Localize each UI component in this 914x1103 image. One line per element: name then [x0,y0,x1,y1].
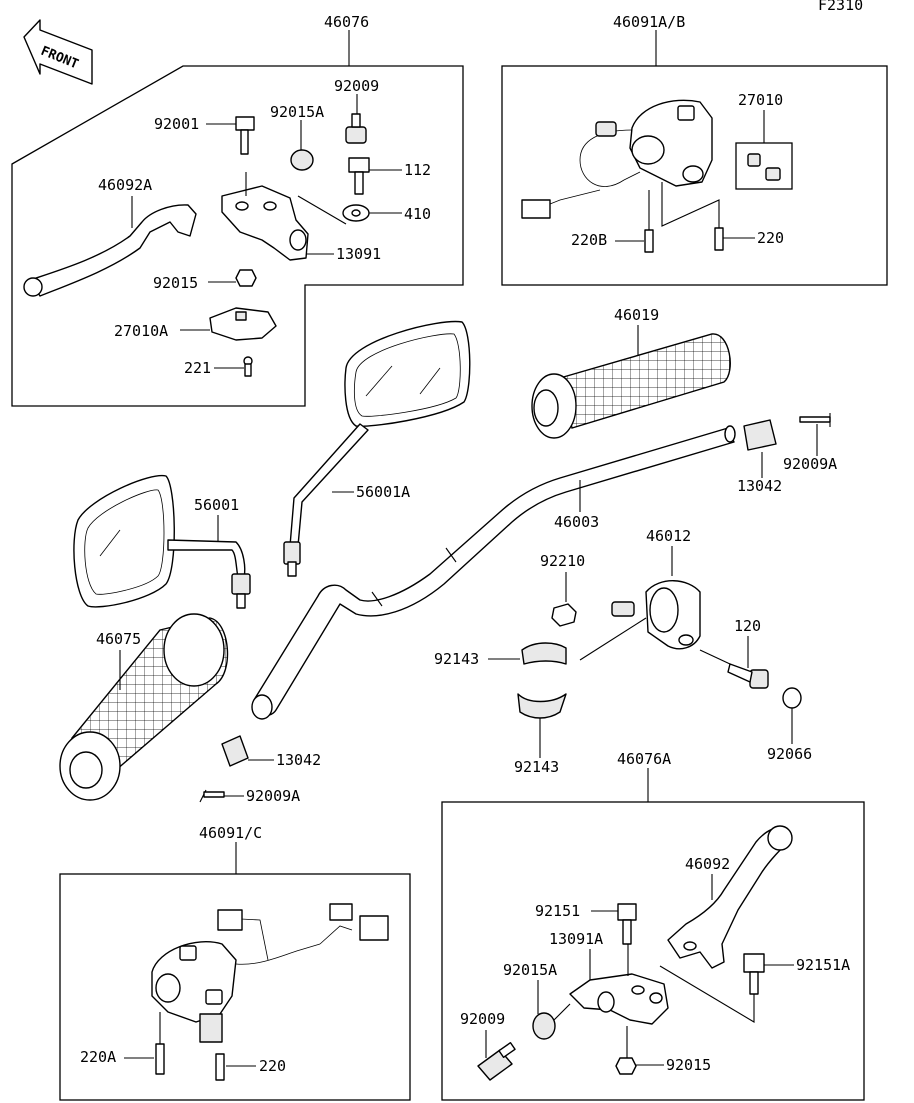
label-220-top: 220 [757,229,784,247]
switch-housing-right [629,99,713,187]
label-13091a: 13091A [549,930,603,948]
lever-46092a [29,204,197,297]
label-221: 221 [184,359,211,377]
label-92015a-bottom: 92015A [503,961,557,979]
label-46076: 46076 [324,13,369,31]
box-27010 [735,142,793,190]
label-92009a-right: 92009A [783,455,837,473]
label-112: 112 [404,161,431,179]
label-27010a: 27010A [114,322,168,340]
label-46075: 46075 [96,630,141,648]
box-46076a [441,801,865,1101]
label-56001: 56001 [194,496,239,514]
label-120: 120 [734,617,761,635]
label-46003: 46003 [554,513,599,531]
label-56001a: 56001A [356,483,410,501]
cap-92066: 92066 [767,687,812,763]
collar-92143-a: 92143 [434,642,567,668]
label-92143-b: 92143 [514,758,559,776]
label-46092: 46092 [685,855,730,873]
mirror-56001a: 56001A [283,320,471,577]
label-46091c: 46091/C [199,824,262,842]
holder-13091a [569,973,669,1025]
box-46076 [11,65,464,407]
throttle-46012: 46012 [579,527,701,661]
label-92001: 92001 [154,115,199,133]
front-arrow-icon: FRONT [23,19,93,85]
label-46012: 46012 [646,527,691,545]
box-46091c [59,873,411,1101]
label-92151a: 92151A [796,956,850,974]
label-92151: 92151 [535,902,580,920]
grip-46019: 46019 [531,306,731,439]
screw-92009a-right: 92009A [783,413,837,473]
label-92210: 92210 [540,552,585,570]
switch-27010a [209,307,277,341]
label-92015-bottom: 92015 [666,1056,711,1074]
bolt-120: 120 [699,617,769,689]
screw-92009a-left: 92009A [199,787,300,805]
label-13042-right: 13042 [737,477,782,495]
label-92015-top: 92015 [153,274,198,292]
label-92009a-left: 92009A [246,787,300,805]
group-46076: 46076 46092A 92001 92015A 92009 112 410 [11,13,464,407]
label-92066: 92066 [767,745,812,763]
group-46091c: 46091/C 220A 220 [59,824,411,1101]
label-92009-top: 92009 [334,77,379,95]
weight-13042-right: 13042 [737,419,782,495]
label-220a: 220A [80,1048,116,1066]
label-92015a-top: 92015A [270,103,324,121]
grip-46075: 46075 [59,613,229,801]
handlebar-46003: 46003 [251,425,736,720]
label-220b: 220B [571,231,607,249]
box-46091ab [501,65,888,286]
label-46076a: 46076A [617,750,671,768]
label-220-bottom: 220 [259,1057,286,1075]
label-46019: 46019 [614,306,659,324]
nut-92210: 92210 [540,552,585,627]
label-92009-bottom: 92009 [460,1010,505,1028]
label-410: 410 [404,205,431,223]
label-46092a: 46092A [98,176,152,194]
label-46091ab: 46091A/B [613,13,685,31]
mirror-56001: 56001 [73,474,251,609]
label-27010: 27010 [738,91,783,109]
label-13042-left: 13042 [276,751,321,769]
diagram-code: F2310 [818,0,863,14]
group-46091ab: 46091A/B 220B 220 27010 [501,13,888,286]
collar-92143-b: 92143 [514,693,567,776]
label-13091: 13091 [336,245,381,263]
label-92143-a: 92143 [434,650,479,668]
group-46076a: 46076A 46092 92151 13091A 92151A 92015A [441,750,865,1101]
weight-13042-left: 13042 [221,735,321,769]
